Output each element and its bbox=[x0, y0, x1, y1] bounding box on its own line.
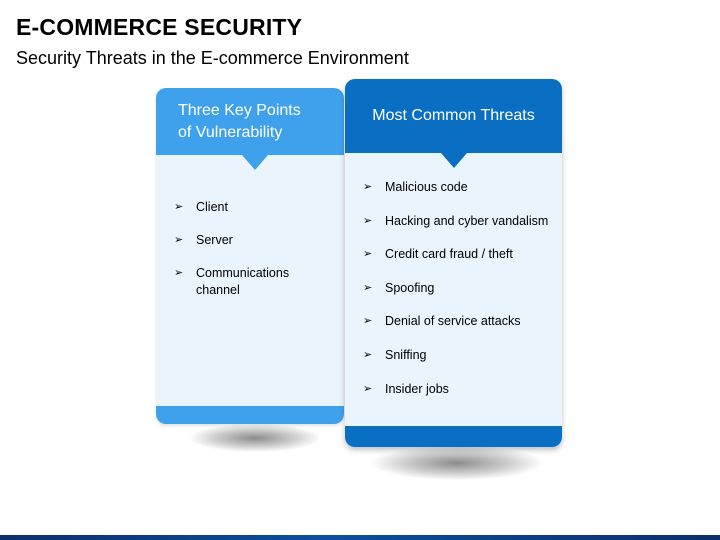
list-item-text: Server bbox=[196, 233, 233, 247]
list-item-text: Denial of service attacks bbox=[385, 314, 521, 329]
list-item: ➢ Spoofing bbox=[363, 280, 559, 297]
arrow-bullet-icon: ➢ bbox=[363, 181, 373, 193]
list-item: ➢ Communications channel bbox=[174, 265, 334, 299]
threats-card-footer bbox=[345, 426, 562, 447]
arrow-bullet-icon: ➢ bbox=[363, 348, 373, 361]
vulnerability-header-line-2: of Vulnerability bbox=[178, 123, 283, 141]
list-item-text: Spoofing bbox=[385, 280, 435, 295]
list-item-text: Malicious code bbox=[385, 180, 468, 194]
list-item: ➢ Client bbox=[174, 199, 334, 216]
threats-header-notch bbox=[441, 153, 467, 168]
threats-header-text: Most Common Threats bbox=[372, 107, 535, 124]
list-item: ➢ Insider jobs bbox=[363, 381, 559, 398]
list-item: ➢ Server bbox=[174, 232, 334, 249]
list-item: ➢ Credit card fraud / theft bbox=[363, 246, 559, 263]
slide-title: E-COMMERCE SECURITY bbox=[16, 14, 303, 40]
arrow-bullet-icon: ➢ bbox=[174, 234, 184, 246]
left-card-shadow bbox=[190, 424, 320, 452]
list-item: ➢ Hacking and cyber vandalism bbox=[363, 213, 559, 230]
arrow-bullet-icon: ➢ bbox=[174, 201, 184, 213]
threats-list: ➢ Malicious code ➢ Hacking and cyber van… bbox=[363, 179, 559, 414]
vulnerability-header-line-1: Three Key Points bbox=[178, 101, 301, 119]
right-card-shadow bbox=[372, 446, 542, 480]
arrow-bullet-icon: ➢ bbox=[363, 214, 373, 227]
vulnerability-list: ➢ Client ➢ Server ➢ Communications chann… bbox=[174, 199, 334, 315]
threats-card-header: Most Common Threats bbox=[345, 79, 562, 153]
arrow-bullet-icon: ➢ bbox=[363, 315, 373, 328]
arrow-bullet-icon: ➢ bbox=[174, 267, 184, 279]
threats-card: Most Common Threats ➢ Malicious code ➢ H… bbox=[345, 79, 562, 447]
bottom-accent-bar bbox=[0, 535, 720, 540]
arrow-bullet-icon: ➢ bbox=[363, 248, 373, 261]
list-item: ➢ Denial of service attacks bbox=[363, 313, 559, 330]
list-item-text: Communications channel bbox=[196, 266, 290, 297]
arrow-bullet-icon: ➢ bbox=[363, 382, 373, 395]
slide-subtitle: Security Threats in the E-commerce Envir… bbox=[16, 48, 409, 68]
list-item-text: Insider jobs bbox=[385, 381, 449, 396]
list-item: ➢ Sniffing bbox=[363, 347, 559, 364]
list-item: ➢ Malicious code bbox=[363, 179, 559, 196]
list-item-text: Client bbox=[196, 200, 228, 214]
vulnerability-card-header: Three Key Points of Vulnerability bbox=[156, 88, 344, 155]
list-item-text: Sniffing bbox=[385, 347, 427, 362]
arrow-bullet-icon: ➢ bbox=[363, 281, 373, 294]
vulnerability-card: Three Key Points of Vulnerability ➢ Clie… bbox=[156, 88, 344, 424]
vulnerability-card-footer bbox=[156, 406, 344, 424]
vulnerability-header-notch bbox=[242, 155, 268, 170]
list-item-text: Credit card fraud / theft bbox=[385, 247, 513, 262]
list-item-text: Hacking and cyber vandalism bbox=[385, 213, 549, 228]
